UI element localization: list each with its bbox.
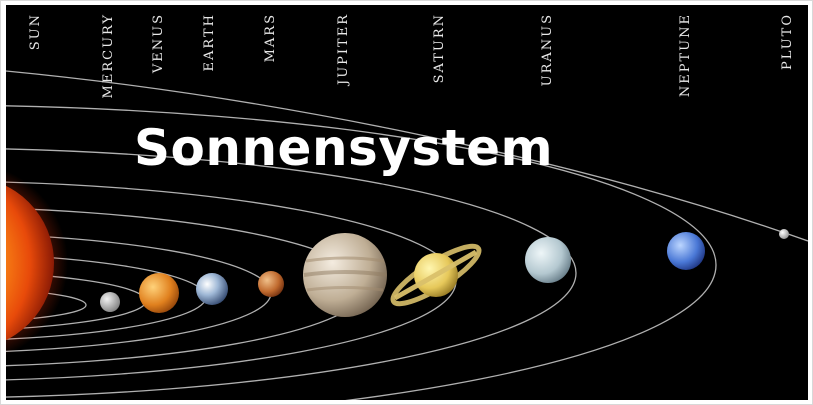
earth <box>196 273 228 305</box>
label-mercury: MERCURY <box>101 13 116 98</box>
pluto <box>779 229 789 239</box>
label-earth: EARTH <box>202 13 217 71</box>
jupiter <box>303 233 387 317</box>
label-pluto: PLUTO <box>780 13 795 70</box>
mars <box>258 271 284 297</box>
label-neptune: NEPTUNE <box>678 13 693 97</box>
label-jupiter: JUPITER <box>336 13 351 85</box>
label-mars: MARS <box>263 13 278 62</box>
label-saturn: SATURN <box>432 13 447 83</box>
page-title: Sonnensystem <box>134 123 553 173</box>
label-sun: SUN <box>28 13 43 50</box>
mercury <box>100 292 120 312</box>
solar-system-illustration: SUN MERCURY VENUS EARTH MARS JUPITER SAT… <box>6 5 808 400</box>
label-uranus: URANUS <box>540 13 555 86</box>
neptune <box>667 232 705 270</box>
venus <box>139 273 179 313</box>
uranus <box>525 237 571 283</box>
label-venus: VENUS <box>151 13 166 73</box>
